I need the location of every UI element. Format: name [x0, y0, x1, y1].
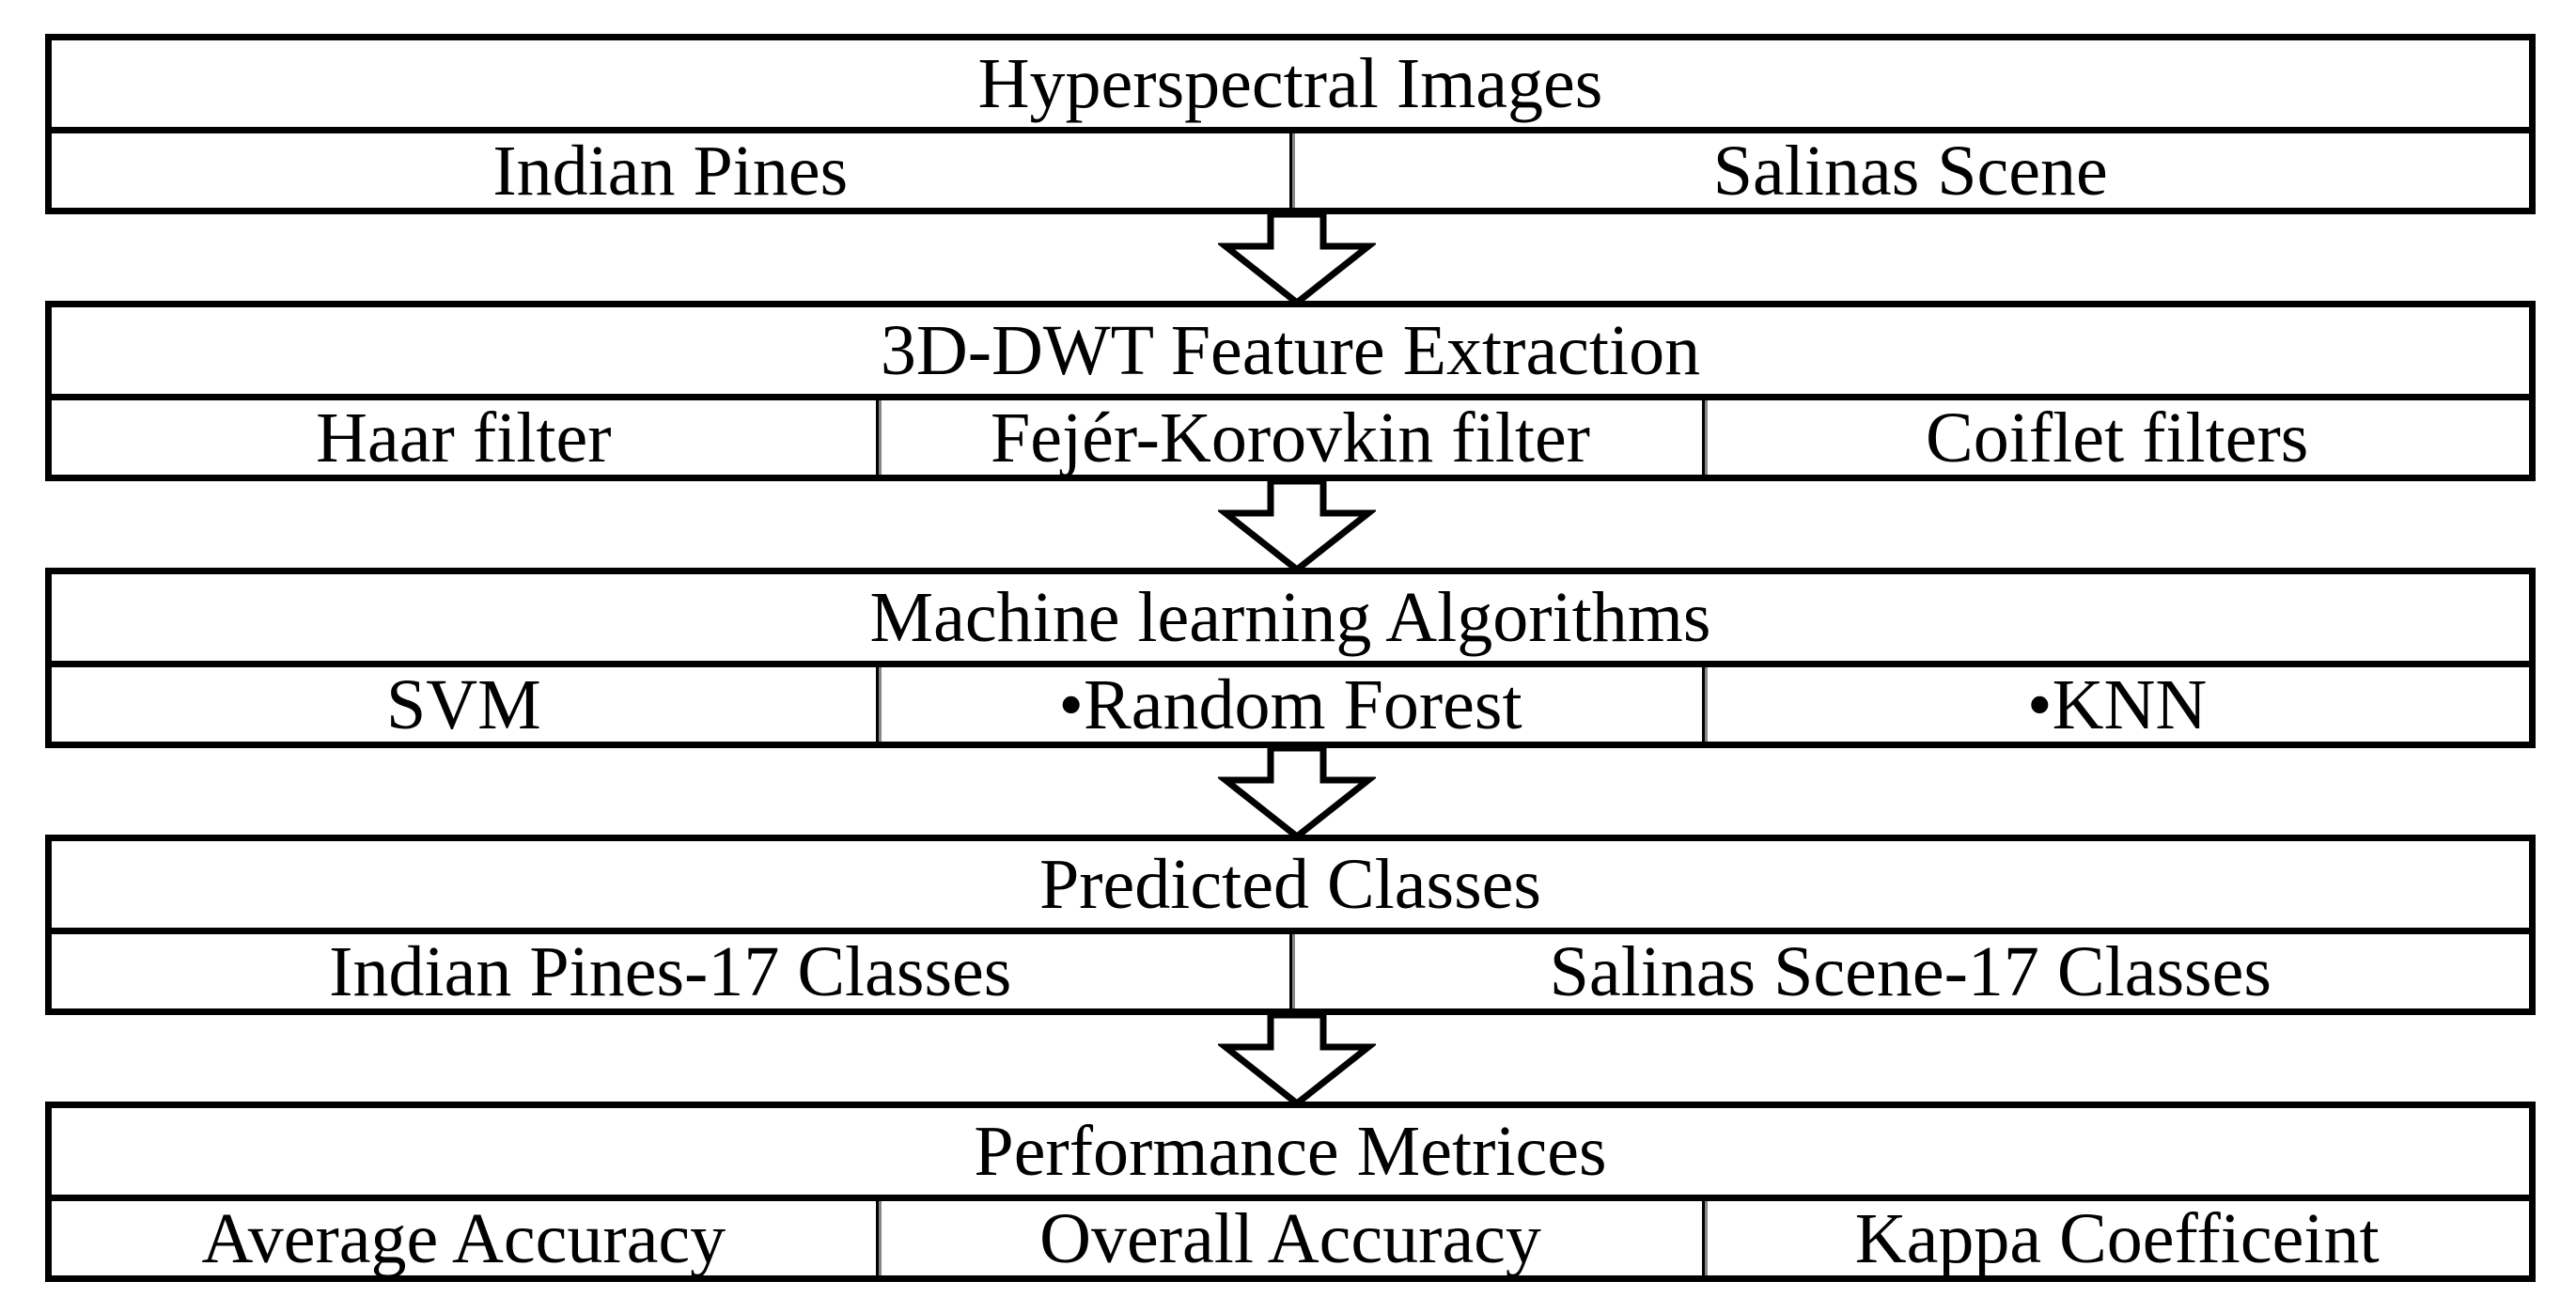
down-arrow-icon: [1218, 1015, 1376, 1108]
down-arrow-icon: [1218, 481, 1376, 574]
cell-fejer-korovkin-filter: Fejér-Korovkin filter: [875, 400, 1703, 475]
down-arrow-icon: [1218, 748, 1376, 841]
cell-salinas-scene-classes: Salinas Scene-17 Classes: [1288, 934, 2530, 1008]
cell-haar-filter: Haar filter: [316, 398, 612, 477]
cell-average-accuracy: Average Accuracy: [201, 1198, 726, 1278]
block-cells: Average Accuracy Overall Accuracy Kappa …: [52, 1201, 2529, 1275]
cell-knn: •KNN: [1702, 667, 2529, 742]
cell-svm: SVM: [385, 664, 541, 744]
cell-kappa-coefficient: Kappa Coefficeint: [1702, 1201, 2529, 1275]
cell-overall-accuracy: Overall Accuracy: [875, 1201, 1703, 1275]
down-arrow-icon: [1218, 214, 1376, 307]
cell-salinas-scene: Salinas Scene: [1288, 133, 2530, 208]
block-title: Machine learning Algorithms: [52, 574, 2529, 667]
block-feature-extraction: 3D-DWT Feature Extraction Haar filter Fe…: [45, 301, 2536, 481]
block-title: Hyperspectral Images: [52, 40, 2529, 133]
cell-indian-pines: Indian Pines: [492, 131, 849, 211]
block-predicted-classes: Predicted Classes Indian Pines-17 Classe…: [45, 835, 2536, 1015]
block-hyperspectral-images: Hyperspectral Images Indian Pines Salina…: [45, 34, 2536, 214]
block-cells: Indian Pines-17 Classes Salinas Scene-17…: [52, 934, 2529, 1008]
block-cells: SVM •Random Forest •KNN: [52, 667, 2529, 742]
block-cells: Indian Pines Salinas Scene: [52, 133, 2529, 208]
block-title: 3D-DWT Feature Extraction: [52, 307, 2529, 400]
block-cells: Haar filter Fejér-Korovkin filter Coifle…: [52, 400, 2529, 475]
block-performance-metrics: Performance Metrices Average Accuracy Ov…: [45, 1102, 2536, 1282]
cell-coiflet-filters: Coiflet filters: [1702, 400, 2529, 475]
block-title: Performance Metrices: [52, 1108, 2529, 1201]
cell-indian-pines-classes: Indian Pines-17 Classes: [329, 931, 1012, 1011]
block-title: Predicted Classes: [52, 841, 2529, 934]
cell-random-forest: •Random Forest: [875, 667, 1703, 742]
block-ml-algorithms: Machine learning Algorithms SVM •Random …: [45, 568, 2536, 748]
